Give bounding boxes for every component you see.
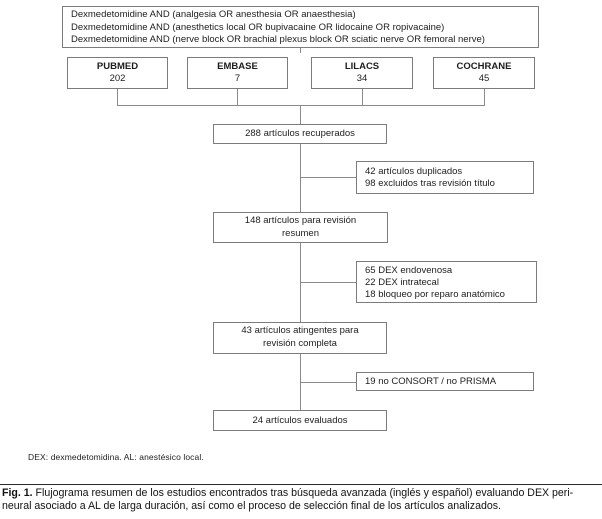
connector-full-review-down bbox=[300, 354, 301, 410]
connector-merge-line bbox=[117, 105, 485, 106]
connector-branch-duplicates bbox=[301, 177, 356, 178]
exclusion-box-consort: 19 no CONSORT / no PRISMA bbox=[356, 372, 534, 391]
full-review-line: 43 artículos atingentes para bbox=[241, 325, 359, 336]
database-count: 7 bbox=[234, 73, 241, 84]
database-name: PUBMED bbox=[96, 61, 139, 72]
connector-branch-consort bbox=[301, 382, 356, 383]
exclusion-line: 22 DEX intratecal bbox=[365, 277, 439, 288]
database-box-lilacs: LILACS 34 bbox=[311, 57, 413, 89]
database-name: LILACS bbox=[344, 61, 380, 72]
search-strategy-line: Dexmedetomidine AND (anesthetics local O… bbox=[71, 21, 445, 33]
exclusion-box-dex-type: 65 DEX endovenosa 22 DEX intratecal 18 b… bbox=[356, 261, 537, 303]
caption-divider bbox=[0, 484, 602, 485]
database-count: 34 bbox=[356, 73, 368, 84]
figure-caption: Fig. 1. Flujograma resumen de los estudi… bbox=[2, 487, 601, 513]
search-strategy-box: Dexmedetomidine AND (analgesia OR anesth… bbox=[62, 6, 539, 48]
connector-merge-down bbox=[300, 105, 301, 124]
connector-lilacs-stub bbox=[362, 89, 363, 105]
retrieved-box: 288 artículos recuperados bbox=[213, 124, 387, 144]
full-review-box: 43 artículos atingentes para revisión co… bbox=[213, 322, 387, 354]
exclusion-box-duplicates: 42 artículos duplicados 98 excluidos tra… bbox=[356, 161, 534, 194]
connector-retrieved-down bbox=[300, 144, 301, 212]
search-strategy-line: Dexmedetomidine AND (nerve block OR brac… bbox=[71, 34, 485, 45]
connector-search-stub bbox=[300, 48, 301, 53]
figure-caption-label: Fig. 1. bbox=[2, 487, 33, 499]
database-box-cochrane: COCHRANE 45 bbox=[433, 57, 535, 89]
abstract-review-line: 148 artículos para revisión bbox=[244, 215, 357, 226]
database-count: 45 bbox=[478, 73, 490, 84]
figure-caption-line1: Flujograma resumen de los estudios encon… bbox=[32, 487, 574, 499]
database-box-embase: EMBASE 7 bbox=[187, 57, 288, 89]
exclusion-line: 42 artículos duplicados bbox=[365, 166, 463, 177]
search-strategy-line: Dexmedetomidine AND (analgesia OR anesth… bbox=[71, 9, 356, 20]
figure-caption-line2: neural asociado a AL de larga duración, … bbox=[2, 500, 501, 512]
connector-pubmed-stub bbox=[117, 89, 118, 105]
connector-abstract-down bbox=[300, 243, 301, 322]
full-review-line: revisión completa bbox=[263, 337, 337, 349]
connector-branch-dex-type bbox=[301, 282, 356, 283]
exclusion-line: 18 bloqueo por reparo anatómico bbox=[365, 289, 505, 300]
abstract-review-line: resumen bbox=[282, 227, 319, 239]
database-box-pubmed: PUBMED 202 bbox=[67, 57, 168, 89]
database-name: COCHRANE bbox=[456, 61, 512, 72]
connector-cochrane-stub bbox=[484, 89, 485, 105]
abbreviations-note: DEX: dexmedetomidina. AL: anestésico loc… bbox=[28, 452, 204, 462]
database-count: 202 bbox=[109, 73, 126, 84]
exclusion-line: 65 DEX endovenosa bbox=[365, 265, 453, 276]
exclusion-line: 98 excluidos tras revisión título bbox=[365, 178, 495, 189]
abstract-review-box: 148 artículos para revisión resumen bbox=[213, 212, 388, 243]
database-name: EMBASE bbox=[217, 61, 258, 72]
evaluated-box: 24 artículos evaluados bbox=[213, 410, 387, 431]
connector-embase-stub bbox=[237, 89, 238, 105]
